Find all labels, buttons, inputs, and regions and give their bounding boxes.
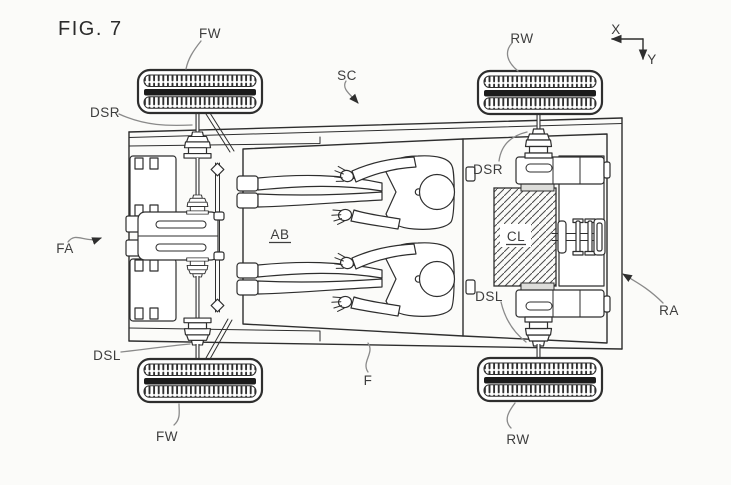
label-rw-top: RW bbox=[510, 31, 533, 46]
leader-ra bbox=[622, 273, 664, 304]
label-f: F bbox=[364, 373, 373, 388]
leader-f bbox=[365, 342, 371, 373]
figure-title: FIG. 7 bbox=[58, 18, 123, 40]
y-axis-label: Y bbox=[647, 52, 657, 67]
coordinate-axes: X Y bbox=[610, 22, 657, 67]
rear-gear-set bbox=[551, 218, 606, 256]
x-axis-label: X bbox=[611, 22, 621, 37]
wheel-front-bottom bbox=[136, 357, 264, 404]
front-motor-upper bbox=[129, 155, 177, 219]
front-axle-assembly bbox=[125, 112, 235, 360]
label-ab-group: AB bbox=[269, 227, 291, 244]
label-ra: RA bbox=[659, 303, 679, 318]
cv-boot-front-lower-2 bbox=[183, 317, 212, 346]
label-dsl-front: DSL bbox=[93, 348, 121, 363]
label-fw-top: FW bbox=[199, 26, 221, 41]
label-cl: CL bbox=[507, 229, 525, 244]
label-sc: SC bbox=[337, 68, 357, 83]
leader-rw-top bbox=[506, 42, 519, 72]
rear-motor-dsl bbox=[515, 282, 611, 318]
wheel-rear-bottom bbox=[476, 356, 604, 403]
front-drive-shafts bbox=[183, 112, 212, 360]
leader-sc bbox=[344, 80, 359, 104]
label-ab: AB bbox=[270, 227, 289, 242]
front-lower-tie-rod bbox=[205, 318, 233, 360]
occupant-left bbox=[237, 243, 455, 317]
occupant-right bbox=[237, 156, 455, 230]
leader-fw-bottom bbox=[173, 403, 180, 426]
rear-motor-dsr bbox=[515, 156, 611, 192]
leader-lines bbox=[67, 40, 664, 429]
label-fa: FA bbox=[56, 241, 74, 256]
leader-dsr-rear bbox=[498, 131, 528, 162]
label-fw-bottom: FW bbox=[156, 429, 178, 444]
cl-label-patch bbox=[500, 224, 531, 247]
label-dsr-front: DSR bbox=[90, 105, 120, 120]
leader-rw-bottom bbox=[506, 402, 516, 429]
leader-dsr-front bbox=[118, 113, 193, 127]
label-dsl-rear: DSL bbox=[475, 289, 503, 304]
cv-boot-rear-lower bbox=[524, 316, 553, 347]
leader-dsl-front bbox=[120, 343, 191, 353]
label-rw-bottom: RW bbox=[506, 432, 529, 447]
front-differential bbox=[125, 211, 225, 261]
leader-fa bbox=[67, 236, 102, 245]
wheel-front-top bbox=[136, 68, 264, 115]
leader-fw-top bbox=[185, 40, 202, 70]
seat-mount-right bbox=[465, 166, 476, 182]
cv-boot-rear-upper bbox=[524, 128, 553, 159]
seat-mount-left bbox=[465, 279, 476, 295]
leader-dsl-rear bbox=[500, 301, 527, 343]
cv-boot-front-lower-1 bbox=[186, 257, 209, 278]
label-dsr-rear: DSR bbox=[473, 162, 503, 177]
rear-drive-shafts bbox=[524, 112, 553, 359]
label-cl-group: CL bbox=[506, 229, 526, 246]
cv-boot-front-upper-2 bbox=[186, 194, 209, 215]
front-motor-lower bbox=[129, 258, 177, 322]
wheel-rear-top bbox=[476, 69, 604, 116]
front-upper-tie-rod bbox=[205, 112, 235, 153]
